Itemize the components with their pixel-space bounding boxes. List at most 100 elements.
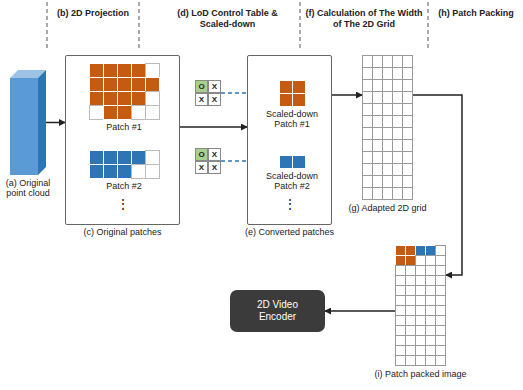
grid-cell bbox=[396, 296, 406, 306]
grid-cell bbox=[279, 156, 292, 169]
grid-cell bbox=[403, 104, 413, 116]
grid-cell bbox=[131, 165, 145, 179]
grid-cell bbox=[426, 256, 436, 266]
grid-cell bbox=[373, 164, 383, 176]
grid-cell bbox=[396, 316, 406, 326]
grid-cell bbox=[373, 152, 383, 164]
encoder-box: 2D Video Encoder bbox=[230, 290, 325, 332]
grid-cell bbox=[396, 346, 406, 356]
grid-2d: (g) Adapted 2D grid bbox=[362, 55, 413, 200]
grid-cell bbox=[436, 316, 446, 326]
grid-cell bbox=[117, 64, 131, 78]
grid-cell bbox=[396, 246, 406, 256]
grid-cell bbox=[103, 165, 117, 179]
flow-arrow bbox=[46, 122, 65, 124]
grid-cell bbox=[396, 356, 406, 366]
grid-cell bbox=[145, 151, 159, 165]
grid-cell bbox=[406, 256, 416, 266]
grid-cell bbox=[416, 326, 426, 336]
grid-cell bbox=[406, 286, 416, 296]
grid-cell bbox=[393, 140, 403, 152]
grid-cell bbox=[393, 92, 403, 104]
grid-cell bbox=[117, 165, 131, 179]
grid-cell bbox=[393, 68, 403, 80]
caption-label: (e) Converted patches bbox=[245, 227, 334, 237]
grid-cell bbox=[383, 140, 393, 152]
grid-cell bbox=[436, 286, 446, 296]
grid-cell bbox=[396, 326, 406, 336]
grid-cell bbox=[363, 92, 373, 104]
grid-cell bbox=[103, 151, 117, 165]
stage-title: (d) LoD Control Table & Scaled-down bbox=[165, 8, 290, 30]
cell-grid bbox=[279, 155, 306, 169]
grid-cell bbox=[117, 78, 131, 92]
grid-cell bbox=[416, 316, 426, 326]
table-cell: X bbox=[195, 161, 208, 174]
stage-divider bbox=[428, 2, 429, 50]
grid-cell bbox=[403, 152, 413, 164]
grid-cell bbox=[89, 78, 103, 92]
grid-cell bbox=[436, 266, 446, 276]
grid-cell bbox=[436, 246, 446, 256]
grid-cell bbox=[406, 276, 416, 286]
stage-divider bbox=[47, 2, 48, 50]
grid-cell bbox=[403, 80, 413, 92]
ellipsis-mark: ⋮ bbox=[283, 197, 295, 211]
grid-cell bbox=[403, 176, 413, 188]
flow-arrow bbox=[413, 95, 462, 275]
cell-grid bbox=[89, 150, 160, 179]
grid-cell bbox=[373, 188, 383, 200]
grid-cell bbox=[103, 92, 117, 106]
stage-title: (b) 2D Projection bbox=[50, 8, 136, 19]
grid-cell bbox=[416, 296, 426, 306]
grid-cell bbox=[131, 64, 145, 78]
grid-cell bbox=[292, 81, 305, 94]
grid-cell bbox=[393, 80, 403, 92]
grid-cell bbox=[279, 94, 292, 107]
grid-cell bbox=[89, 106, 103, 120]
grid-cell bbox=[426, 266, 436, 276]
grid-cell bbox=[396, 286, 406, 296]
grid-cell bbox=[103, 78, 117, 92]
grid-cell bbox=[373, 56, 383, 68]
grid-cell bbox=[393, 128, 403, 140]
grid-cell bbox=[416, 346, 426, 356]
table-cell: O bbox=[195, 80, 208, 93]
patch-block: Patch #2 bbox=[82, 150, 166, 191]
grid-cell bbox=[416, 356, 426, 366]
grid-cell bbox=[406, 346, 416, 356]
grid-cell bbox=[436, 256, 446, 266]
patch-block: Scaled-down Patch #2 bbox=[261, 155, 323, 192]
grid-cell bbox=[373, 176, 383, 188]
cell-grid bbox=[89, 63, 160, 120]
table-cell: X bbox=[208, 161, 221, 174]
grid-cell bbox=[406, 266, 416, 276]
grid-cell bbox=[396, 276, 406, 286]
ellipsis-mark: ⋮ bbox=[116, 197, 128, 211]
grid-cell bbox=[393, 56, 403, 68]
grid-cell bbox=[383, 164, 393, 176]
table-cell: X bbox=[208, 80, 221, 93]
grid-cell bbox=[373, 128, 383, 140]
grid-cell bbox=[103, 106, 117, 120]
grid-cell bbox=[363, 152, 373, 164]
grid-cell bbox=[393, 104, 403, 116]
grid-cell bbox=[416, 256, 426, 266]
grid-cell bbox=[396, 336, 406, 346]
grid-cell bbox=[403, 92, 413, 104]
cuboid-side bbox=[38, 70, 46, 175]
caption-label: (a) Original point cloud bbox=[1, 178, 55, 199]
grid-cell bbox=[363, 56, 373, 68]
grid-cell bbox=[393, 188, 403, 200]
caption-label: Scaled-down Patch #2 bbox=[261, 171, 323, 192]
grid-cell bbox=[145, 78, 159, 92]
cuboid-front bbox=[10, 78, 38, 175]
grid-cell bbox=[396, 306, 406, 316]
grid-cell bbox=[117, 106, 131, 120]
grid-cell bbox=[383, 92, 393, 104]
grid-cell bbox=[436, 276, 446, 286]
grid-cell bbox=[403, 68, 413, 80]
point-cloud: (a) Original point cloud bbox=[10, 70, 46, 175]
caption-label: Patch #1 bbox=[82, 122, 166, 132]
grid-cell bbox=[373, 104, 383, 116]
